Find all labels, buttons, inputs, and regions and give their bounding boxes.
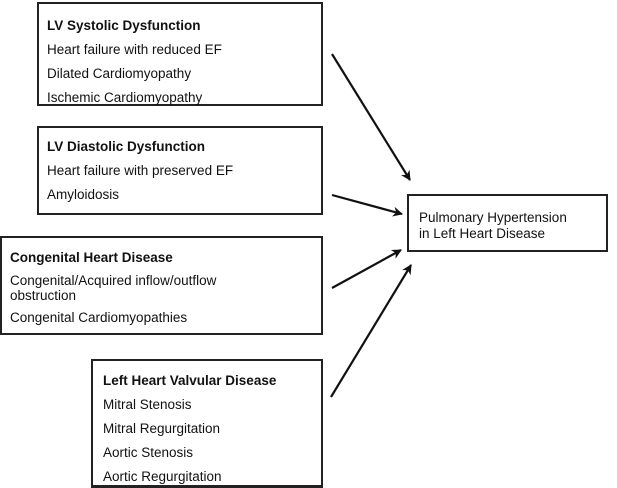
- box-title: LV Systolic Dysfunction: [47, 18, 201, 33]
- lv-systolic-dysfunction-box: LV Systolic Dysfunction Heart failure wi…: [37, 2, 323, 106]
- arrow-diastolic-to-ph: [331, 193, 403, 217]
- lv-diastolic-dysfunction-box: LV Diastolic Dysfunction Heart failure w…: [37, 126, 323, 215]
- box-item: Congenital Cardiomyopathies: [10, 310, 188, 325]
- target-line: in Left Heart Disease: [419, 226, 546, 241]
- box-item: Mitral Regurgitation: [103, 421, 221, 436]
- box-item: Congenital/Acquired inflow/outflow obstr…: [10, 273, 217, 303]
- box-title: LV Diastolic Dysfunction: [47, 139, 206, 154]
- box-item: Heart failure with preserved EF: [47, 163, 234, 178]
- arrow-congenital-to-ph: [331, 249, 402, 289]
- box-title: Left Heart Valvular Disease: [103, 373, 277, 388]
- box-item: Ischemic Cardiomyopathy: [47, 90, 203, 105]
- arrow-valvular-to-ph: [330, 264, 412, 398]
- target-line: Pulmonary Hypertension: [419, 210, 567, 225]
- box-title: Congenital Heart Disease: [10, 250, 173, 265]
- pulmonary-hypertension-box: Pulmonary Hypertension in Left Heart Dis…: [407, 194, 608, 252]
- arrow-systolic-to-ph: [331, 53, 411, 181]
- box-item: Dilated Cardiomyopathy: [47, 66, 192, 81]
- box-item: Mitral Stenosis: [103, 397, 192, 412]
- box-item: Heart failure with reduced EF: [47, 42, 222, 57]
- left-heart-valvular-disease-box: Left Heart Valvular Disease Mitral Steno…: [91, 359, 323, 488]
- box-item: Amyloidosis: [47, 187, 120, 202]
- box-item: Aortic Regurgitation: [103, 469, 222, 484]
- box-item: Aortic Stenosis: [103, 445, 194, 460]
- congenital-heart-disease-box: Congenital Heart Disease Congenital/Acqu…: [0, 236, 323, 335]
